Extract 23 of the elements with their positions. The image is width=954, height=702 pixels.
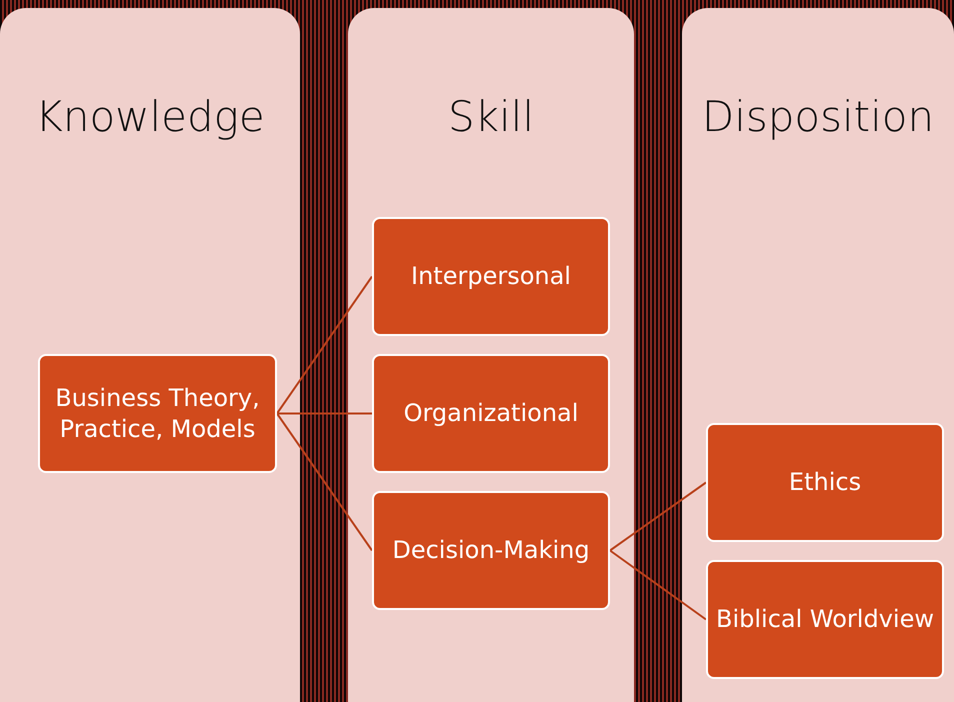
category-box (38, 354, 277, 473)
column-title: Knowledge (35, 92, 265, 141)
box-label: Interpersonal (411, 261, 571, 292)
column-panel (682, 8, 954, 702)
column-title: Disposition (702, 92, 934, 141)
category-box (706, 560, 944, 679)
column-title: Skill (448, 92, 534, 141)
category-box (372, 217, 610, 336)
category-box (372, 491, 610, 610)
category-box (372, 354, 610, 473)
connector-line (277, 412, 372, 414)
connector-line (276, 276, 373, 414)
box-label: Biblical Worldview (716, 604, 934, 635)
box-label: Ethics (788, 467, 862, 498)
connector-line (609, 482, 707, 552)
category-box (706, 423, 944, 542)
column-panel (348, 8, 634, 702)
connector-line (609, 550, 707, 620)
column-panel (0, 8, 300, 702)
box-label: Decision-Making (392, 535, 590, 566)
box-label: Business Theory, Practice, Models (54, 382, 261, 444)
connector-line (276, 412, 373, 552)
box-label: Organizational (404, 398, 578, 429)
